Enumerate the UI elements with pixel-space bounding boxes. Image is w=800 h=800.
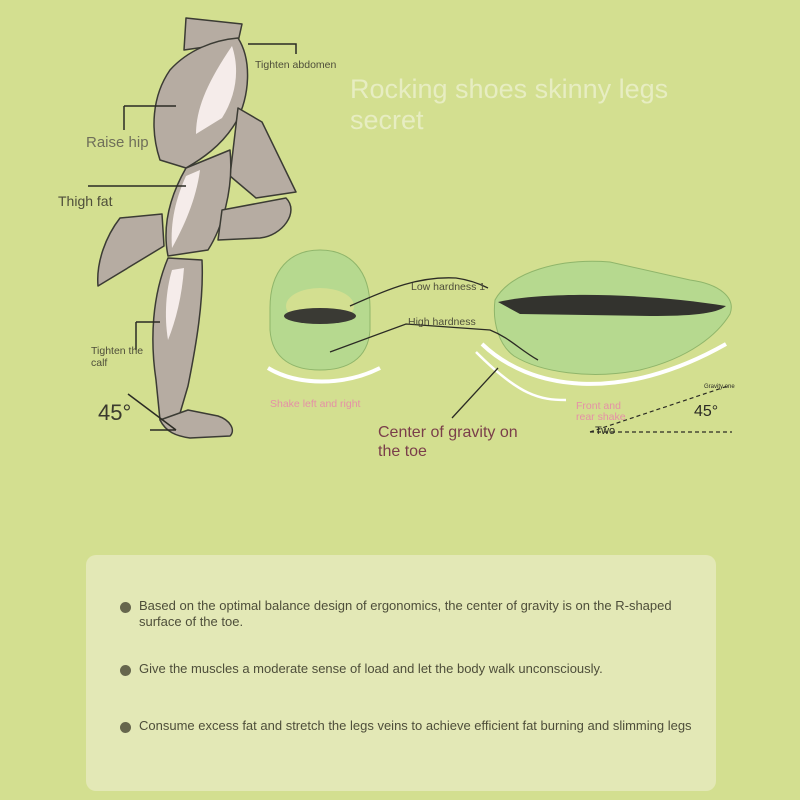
benefit-text: Consume excess fat and stretch the legs … (139, 718, 692, 733)
label-shake-left-right: Shake left and right (270, 398, 361, 410)
thigh-highlight (171, 170, 200, 248)
benefit-item: Give the muscles a moderate sense of loa… (120, 661, 700, 677)
callout-line-calf (135, 321, 160, 350)
hip-highlight (196, 46, 237, 134)
label-high-hardness: High hardness (408, 316, 476, 328)
leg-figure-illustration (88, 17, 297, 439)
label-two: Two (595, 425, 616, 437)
bullet-dot-icon (120, 665, 131, 676)
thigh-shape (165, 149, 232, 257)
callout-high-hardness (329, 323, 539, 361)
angle-lines (127, 393, 177, 431)
bullet-dot-icon (120, 602, 131, 613)
label-body-angle: 45° (98, 400, 132, 425)
back-thigh-shape (217, 197, 292, 241)
label-raise-hip: Raise hip (86, 134, 149, 151)
benefit-text: Give the muscles a moderate sense of loa… (139, 661, 603, 676)
label-front-rear-shake: Front and rear shake (576, 400, 626, 423)
callout-line-abdomen (248, 43, 297, 54)
benefits-panel: Based on the optimal balance design of e… (86, 555, 716, 791)
callout-line-hip (123, 105, 176, 130)
label-tighten-calf: Tighten the calf (91, 345, 144, 369)
label-tighten-abdomen: Tighten abdomen (255, 59, 337, 71)
callout-low-hardness (349, 277, 489, 307)
benefit-text: Based on the optimal balance design of e… (139, 598, 672, 629)
benefit-item: Based on the optimal balance design of e… (120, 598, 700, 630)
page-title: Rocking shoes skinny legs secret (350, 74, 669, 135)
shoe-illustration (266, 249, 732, 433)
knee-shape (97, 213, 165, 287)
dashed-angle-line (589, 385, 729, 433)
front-view-shoe (266, 249, 381, 384)
label-thigh-fat: Thigh fat (58, 193, 113, 209)
callout-center-gravity (451, 367, 499, 419)
label-shoe-angle: 45° (694, 403, 719, 420)
bullet-dot-icon (120, 722, 131, 733)
side-view-shoe (475, 260, 732, 402)
calf-highlight (165, 268, 184, 340)
benefit-item: Consume excess fat and stretch the legs … (120, 718, 700, 734)
buttock-shape (229, 107, 297, 199)
label-low-hardness: Low hardness 1 (411, 281, 486, 293)
label-gravity-one: Gravity one (704, 384, 735, 390)
label-center-of-gravity: Center of gravity on the toe (378, 424, 518, 460)
